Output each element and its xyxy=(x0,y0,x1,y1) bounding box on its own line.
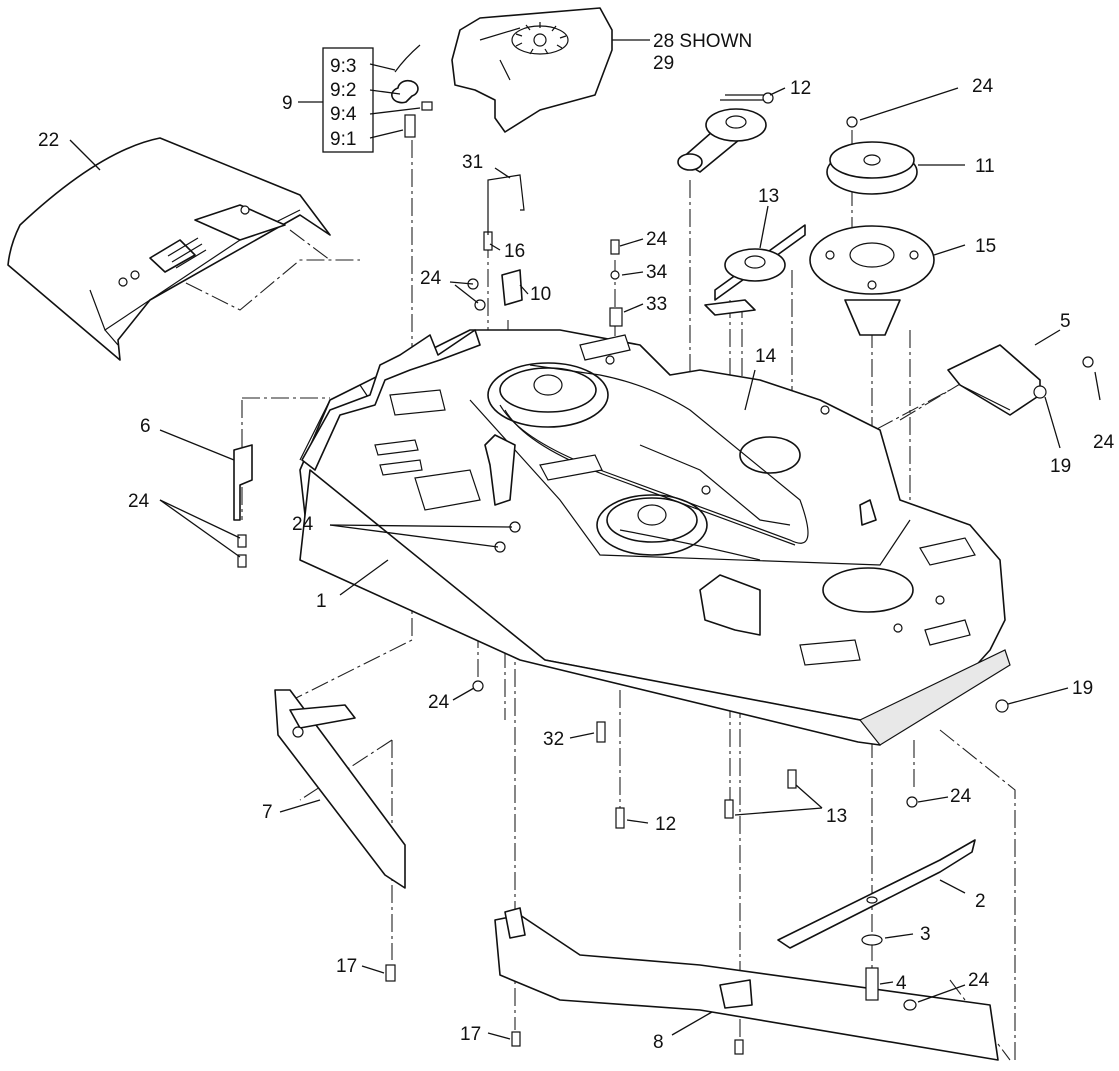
callout-12-top: 12 xyxy=(790,78,811,99)
mower-deck xyxy=(299,329,1011,746)
callout-1: 1 xyxy=(316,591,327,612)
callout-31: 31 xyxy=(462,152,483,173)
discharge-chute xyxy=(7,137,331,361)
callout-labels: 22 9 9:3 9:2 9:4 9:1 28 SHOWN 29 12 24 1… xyxy=(38,31,1115,1053)
callout-24-blade: 24 xyxy=(968,970,990,991)
callout-9-3: 9:3 xyxy=(330,56,356,77)
callout-24-left-lower: 24 xyxy=(128,491,150,512)
callout-16: 16 xyxy=(504,241,525,262)
pulley-11 xyxy=(826,116,965,195)
callout-24-under: 24 xyxy=(428,692,450,713)
callout-33: 33 xyxy=(646,294,667,315)
callout-24-right: 24 xyxy=(1093,432,1115,453)
blade-hardware xyxy=(861,934,917,1011)
idler-pulley-12 xyxy=(677,92,774,173)
callout-5: 5 xyxy=(1060,311,1071,332)
callout-7: 7 xyxy=(262,802,273,823)
callout-9-4: 9:4 xyxy=(330,104,357,125)
callout-32: 32 xyxy=(543,729,564,750)
callout-24-top: 24 xyxy=(972,76,994,97)
idler-pulley-13 xyxy=(704,224,806,316)
callout-9-2: 9:2 xyxy=(330,80,356,101)
callout-9: 9 xyxy=(282,93,293,114)
callout-34: 34 xyxy=(646,262,668,283)
callout-17-left: 17 xyxy=(336,956,357,977)
callout-15: 15 xyxy=(975,236,996,257)
bracket-5 xyxy=(947,344,1094,416)
misc-hardware xyxy=(467,174,1009,829)
spindle-15 xyxy=(809,225,966,336)
callout-13-top: 13 xyxy=(758,186,779,207)
latch-assembly xyxy=(298,44,433,153)
callout-9-1: 9:1 xyxy=(330,129,356,150)
callout-14: 14 xyxy=(755,346,777,367)
callout-8: 8 xyxy=(653,1032,664,1053)
bracket-6 xyxy=(233,444,253,568)
callout-22: 22 xyxy=(38,130,59,151)
callout-12-lower: 12 xyxy=(655,814,676,835)
callout-24-mid: 24 xyxy=(646,229,668,250)
rear-shield-8 xyxy=(494,907,999,1061)
callout-24-lower-right: 24 xyxy=(950,786,972,807)
callout-4: 4 xyxy=(896,973,907,994)
callout-13-lower: 13 xyxy=(826,806,847,827)
callout-19-upper: 19 xyxy=(1050,456,1071,477)
callout-6: 6 xyxy=(140,416,151,437)
leader-lines xyxy=(69,87,1101,1040)
callout-2: 2 xyxy=(975,891,986,912)
callout-24-center: 24 xyxy=(292,514,314,535)
callout-29: 29 xyxy=(653,53,674,74)
blade-2 xyxy=(777,839,976,949)
callout-17-bottom: 17 xyxy=(460,1024,481,1045)
callout-24-left-upper: 24 xyxy=(420,268,442,289)
callout-3: 3 xyxy=(920,924,931,945)
side-deflector-7 xyxy=(274,689,406,982)
callout-19-lower: 19 xyxy=(1072,678,1093,699)
callout-11: 11 xyxy=(975,156,995,177)
callout-10: 10 xyxy=(530,284,551,305)
belt-cover xyxy=(451,7,650,133)
callout-28: 28 SHOWN xyxy=(653,31,752,52)
